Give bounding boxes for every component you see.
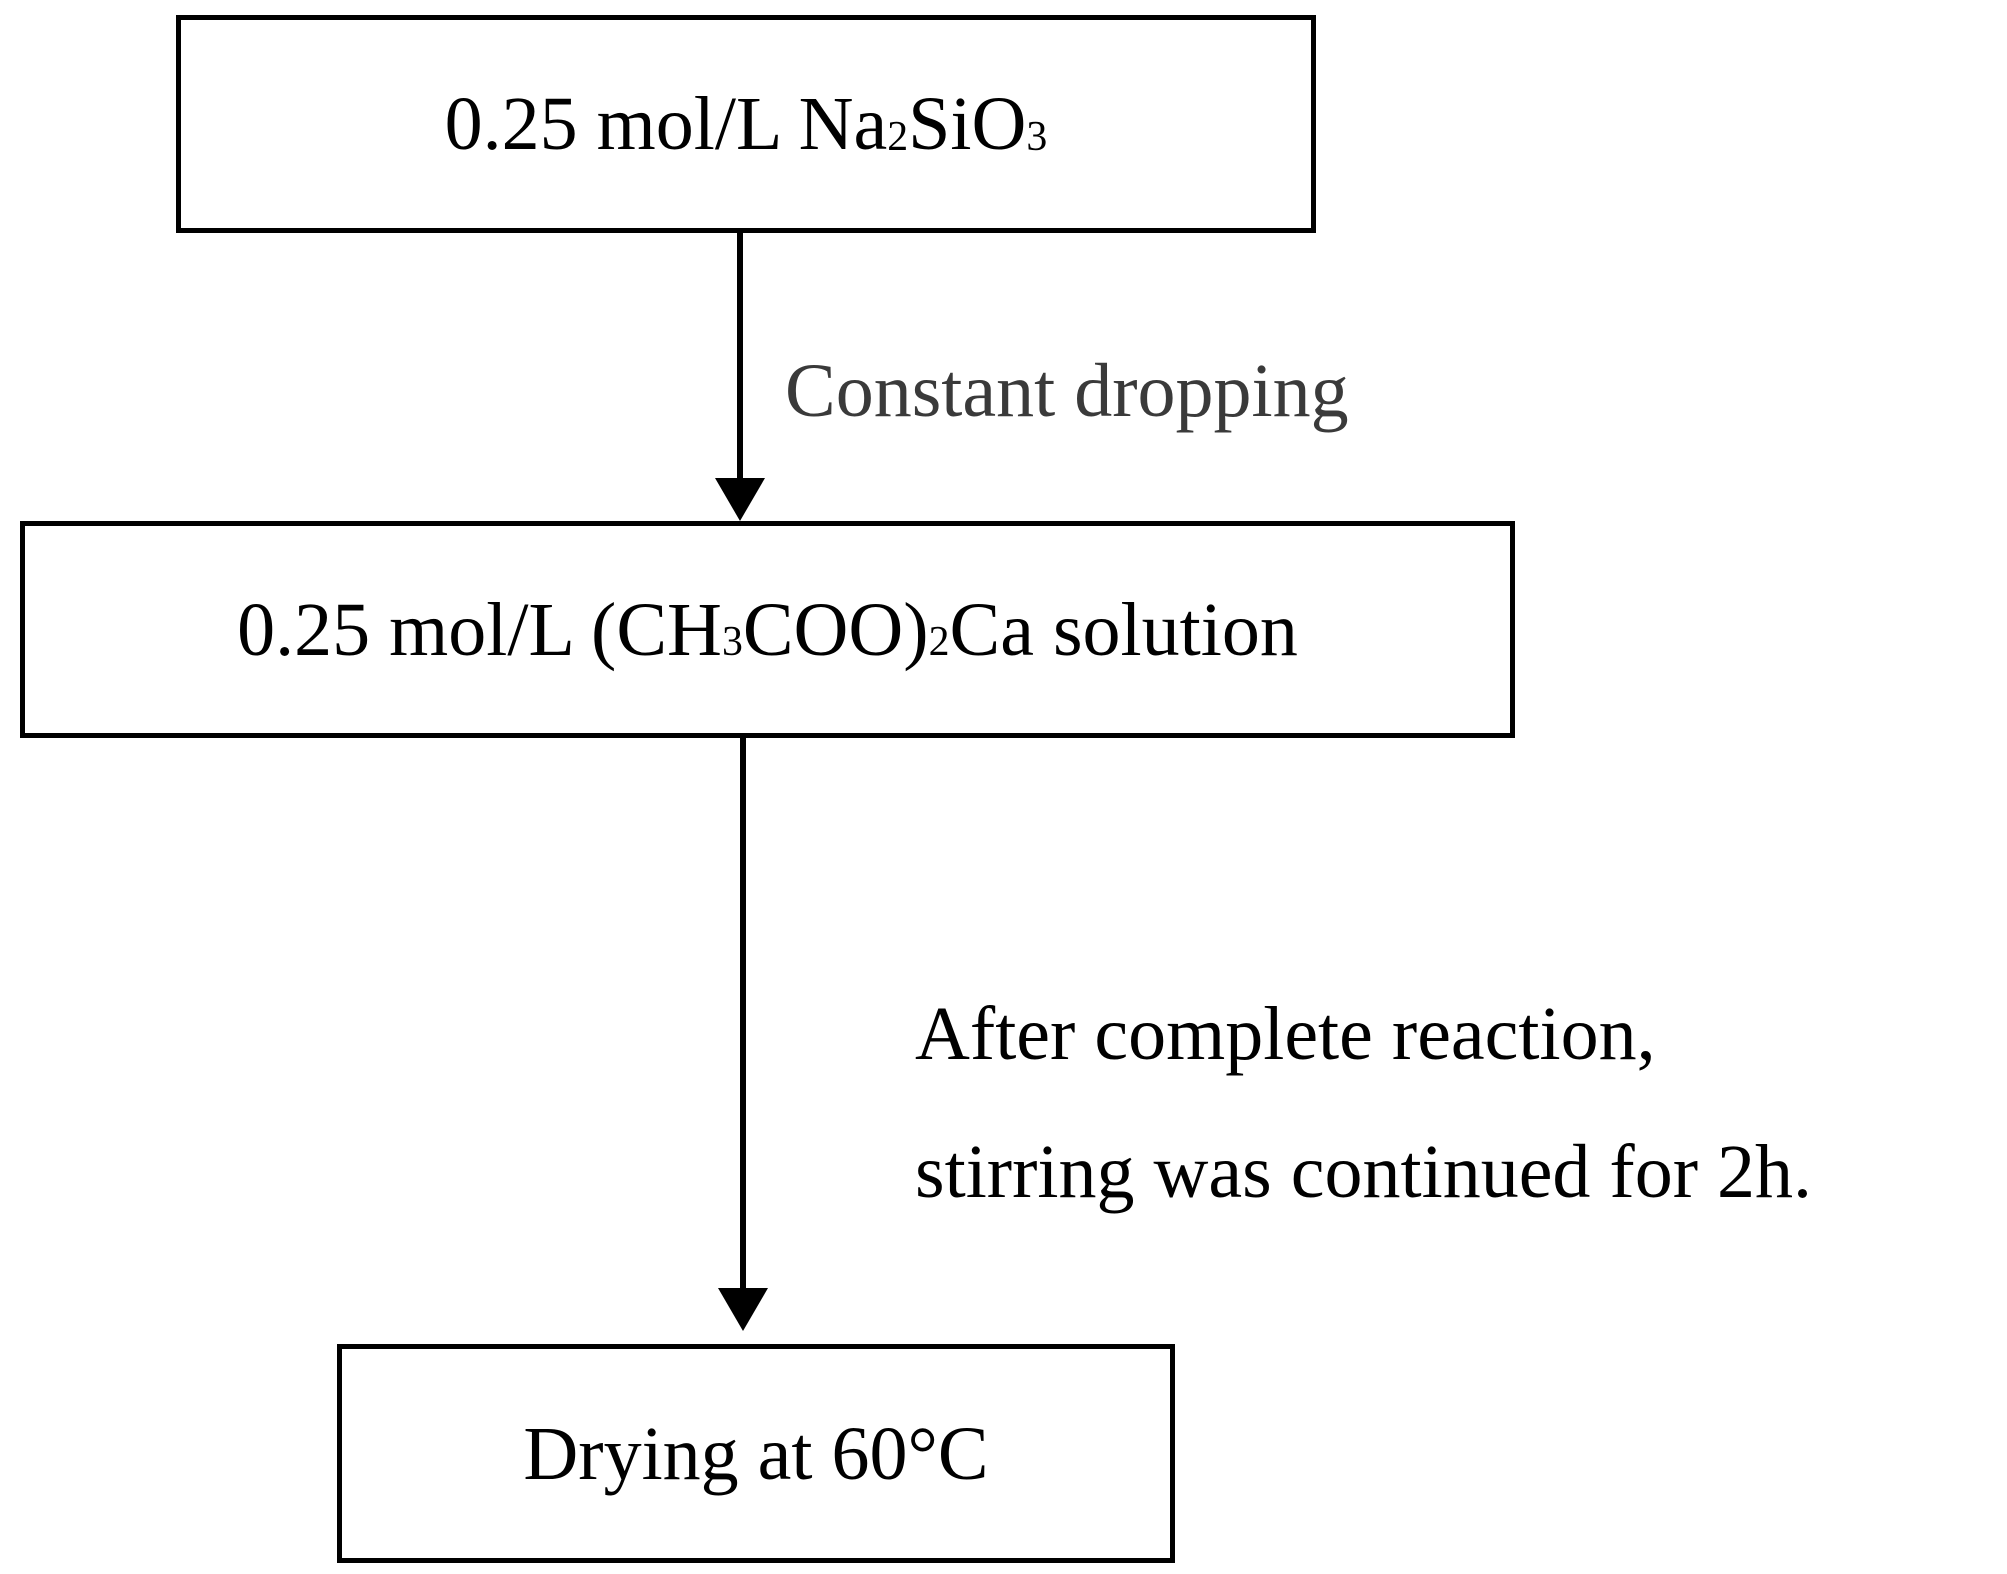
label-part: Drying at 60°C [523,1411,989,1496]
label-part: SiO [908,82,1027,166]
connector-line [740,738,746,1294]
transition-label-line: stirring was continued for 2h. [915,1130,1813,1214]
step-box-sodium-silicate: 0.25 mol/L Na2SiO3 [176,15,1316,233]
label-subscript: 3 [1026,113,1048,160]
label-part: COO) [742,587,929,672]
arrowhead-down-icon [718,1288,768,1331]
transition-label-constant-dropping: Constant dropping [785,353,1349,429]
label-part: 0.25 mol/L (CH [237,587,722,672]
transition-label-line: After complete reaction, [915,992,1656,1076]
label-part: Ca solution [949,587,1298,672]
transition-label-line: Constant dropping [785,349,1349,433]
label-subscript: 2 [928,619,950,666]
step-box-label: 0.25 mol/L (CH3COO)2Ca solution [237,592,1298,668]
connector-line [737,233,743,483]
step-box-calcium-acetate: 0.25 mol/L (CH3COO)2Ca solution [20,521,1515,738]
label-part: 0.25 mol/L Na [444,82,888,166]
label-subscript: 2 [887,113,909,160]
transition-label-stirring: After complete reaction, stirring was co… [915,965,1812,1241]
step-box-label: 0.25 mol/L Na2SiO3 [445,86,1048,162]
step-box-drying: Drying at 60°C [337,1344,1175,1563]
arrowhead-down-icon [715,478,765,521]
step-box-label: Drying at 60°C [523,1416,988,1492]
label-subscript: 3 [721,619,743,666]
